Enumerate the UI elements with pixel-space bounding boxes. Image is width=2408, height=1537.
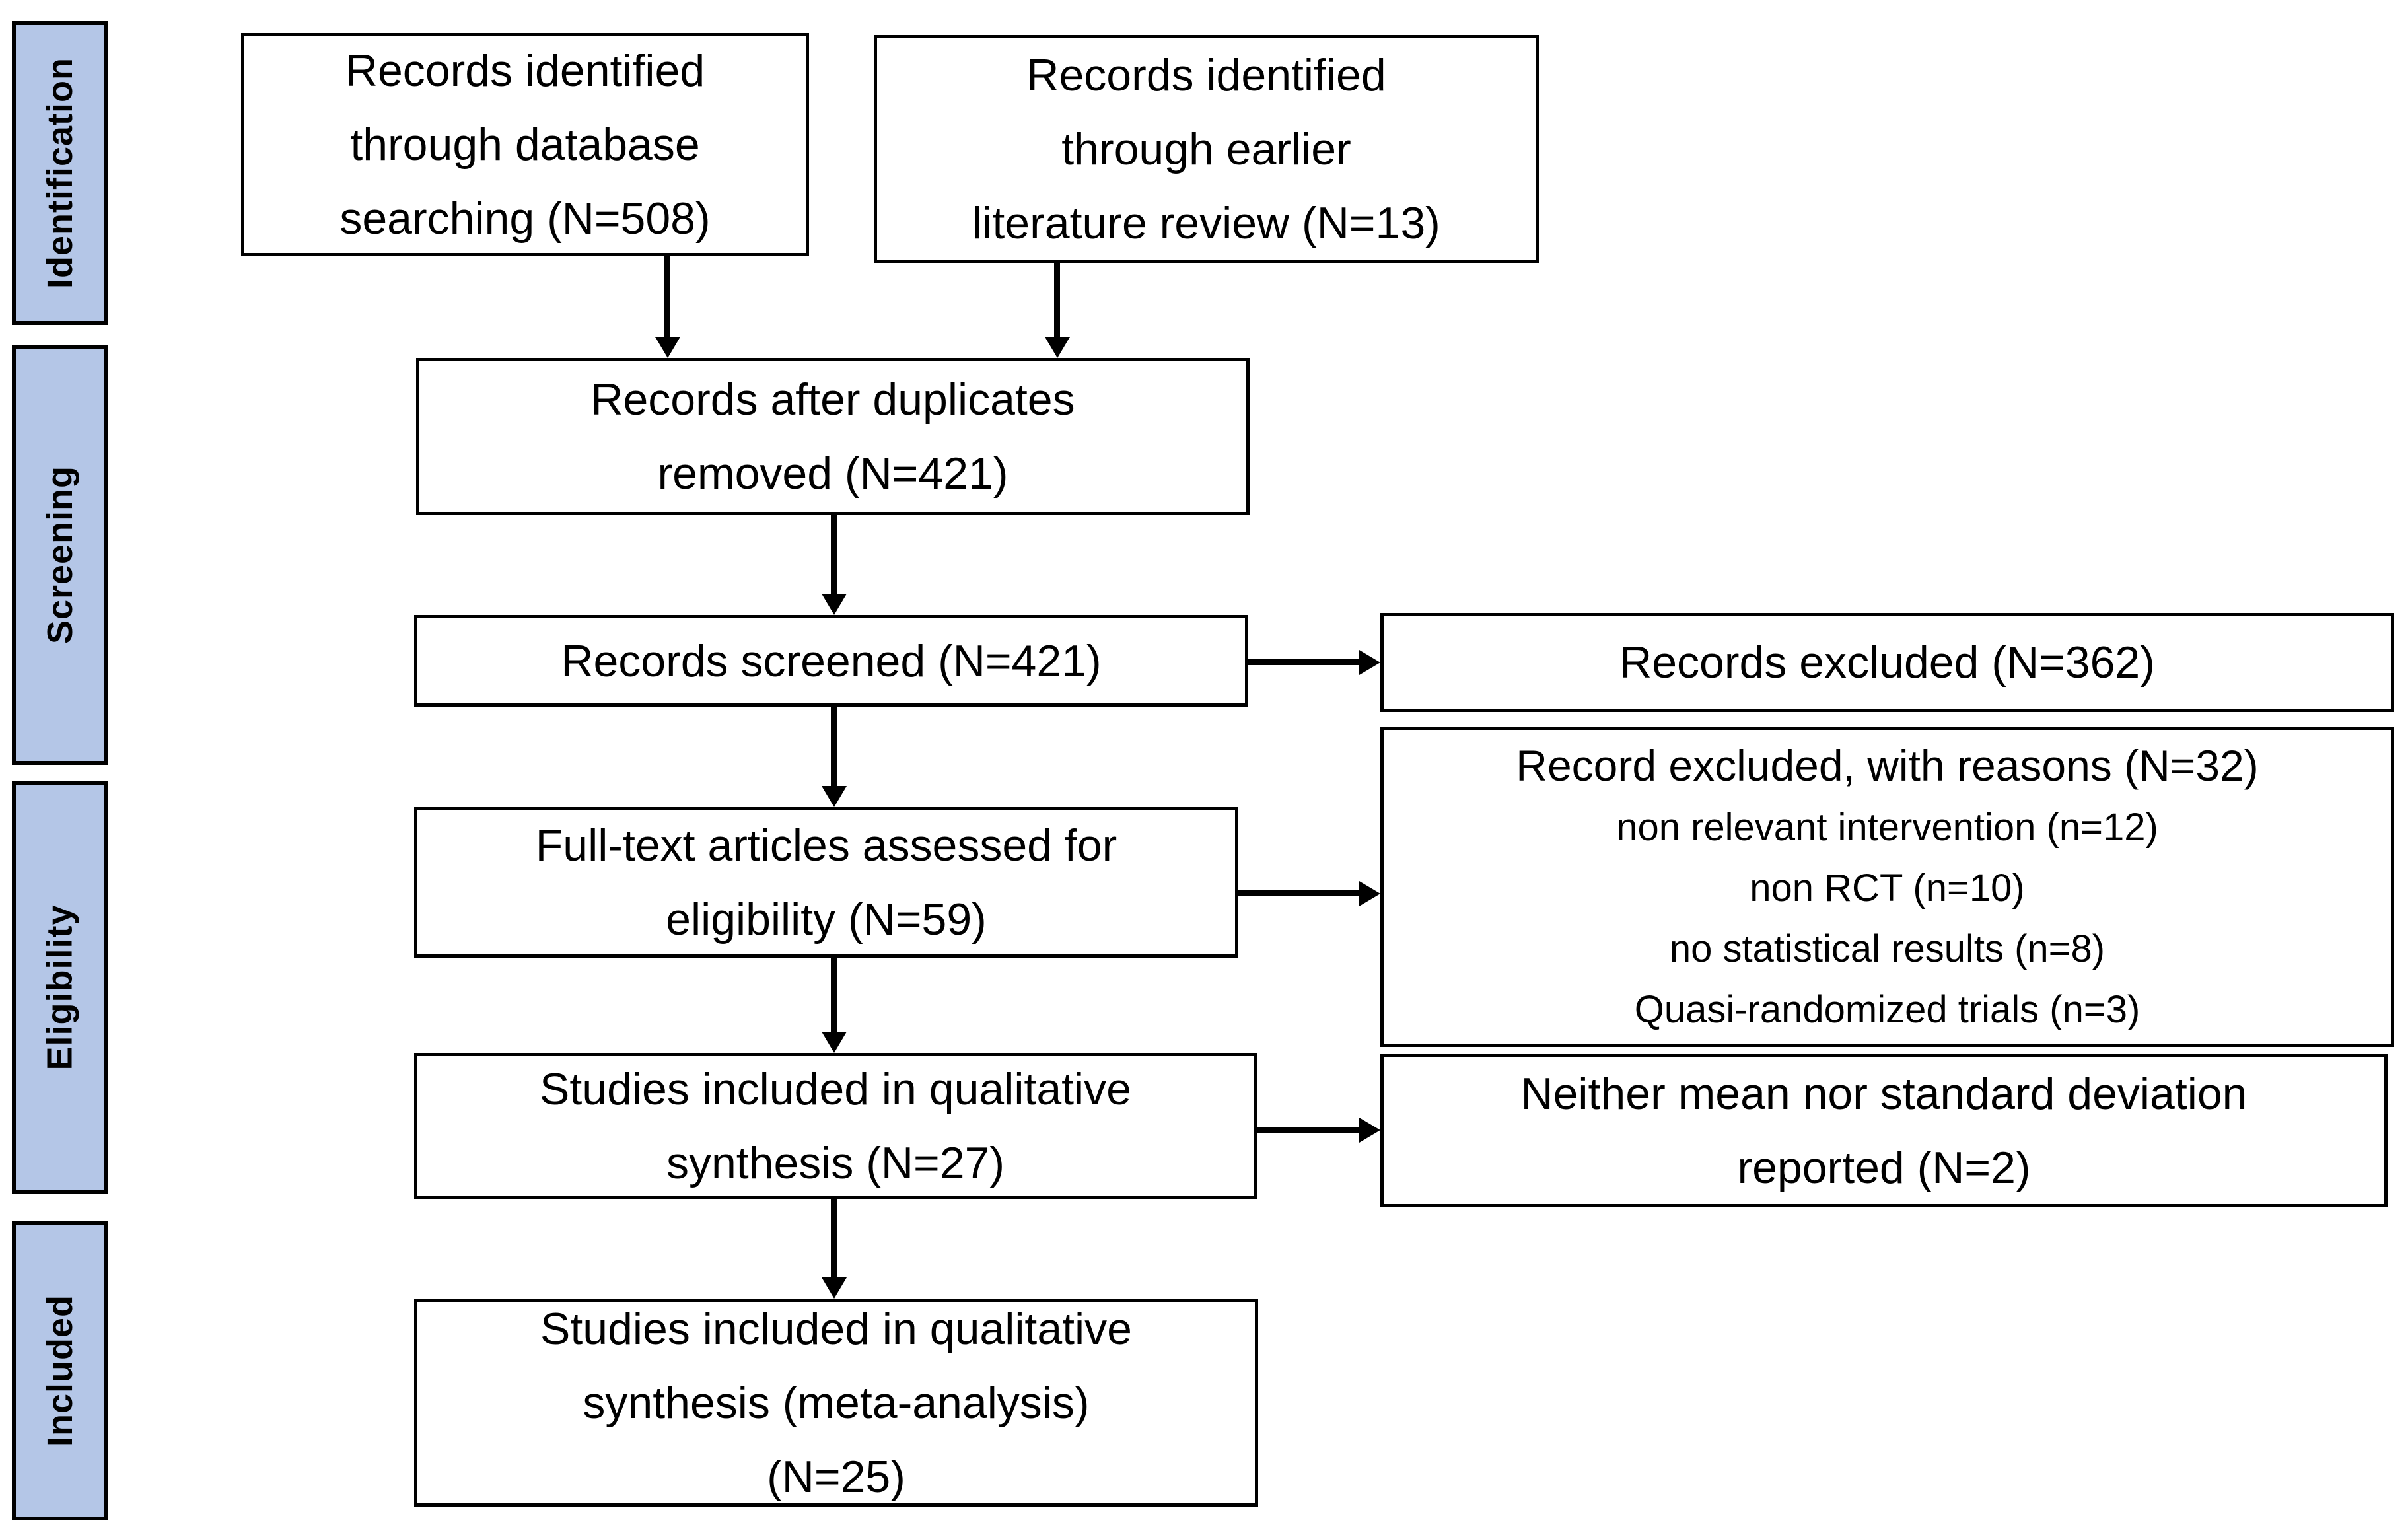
arrow-screened-to-fulltext — [831, 707, 837, 786]
box-qualitative-synthesis: Studies included in qualitative synthesi… — [414, 1053, 1257, 1199]
stage-label-included: Included — [40, 1294, 81, 1447]
stage-label-eligibility: Eligibility — [40, 904, 80, 1071]
sidebar-stage-identification: Identification — [12, 21, 108, 325]
box-no-mean-sd: Neither mean nor standard deviation repo… — [1380, 1054, 2388, 1207]
box-excluded-with-reasons-items: non relevant intervention (n=12) non RCT… — [1616, 805, 2158, 1031]
arrow-fulltext-to-qualitative — [831, 958, 837, 1032]
sidebar-stage-screening: Screening — [12, 345, 108, 765]
box-records-identified-earlier-text: Records identified through earlier liter… — [972, 50, 1440, 248]
arrow-fulltext-to-reasons — [1238, 890, 1359, 896]
stage-label-identification: Identification — [40, 57, 80, 289]
box-records-screened: Records screened (N=421) — [414, 615, 1248, 707]
box-records-excluded-text: Records excluded (N=362) — [1619, 637, 2155, 688]
box-meta-analysis: Studies included in qualitative synthesi… — [414, 1299, 1258, 1507]
box-records-identified-database: Records identified through database sear… — [241, 33, 809, 256]
box-excluded-with-reasons-title: Record excluded, with reasons (N=32) — [1516, 740, 2259, 790]
arrow-screened-to-excluded — [1248, 659, 1359, 665]
sidebar-stage-included: Included — [12, 1221, 108, 1520]
box-records-excluded: Records excluded (N=362) — [1380, 613, 2394, 712]
stage-label-screening: Screening — [40, 465, 80, 645]
arrow-duplicates-to-screened — [831, 515, 837, 594]
box-meta-analysis-text: Studies included in qualitative synthesi… — [540, 1303, 1132, 1502]
box-duplicates-removed-text: Records after duplicates removed (N=421) — [590, 375, 1075, 499]
box-fulltext-assessed: Full-text articles assessed for eligibil… — [414, 807, 1238, 958]
box-fulltext-assessed-text: Full-text articles assessed for eligibil… — [535, 820, 1117, 945]
arrow-qualitative-to-meta — [831, 1199, 837, 1277]
sidebar-stage-eligibility: Eligibility — [12, 781, 108, 1194]
box-qualitative-synthesis-text: Studies included in qualitative synthesi… — [540, 1063, 1131, 1188]
box-records-identified-earlier: Records identified through earlier liter… — [874, 35, 1539, 263]
box-records-screened-text: Records screened (N=421) — [561, 635, 1102, 686]
arrow-database-to-duplicates — [664, 256, 670, 337]
arrow-earlier-to-duplicates — [1054, 263, 1060, 337]
box-duplicates-removed: Records after duplicates removed (N=421) — [416, 358, 1250, 515]
box-records-identified-database-text: Records identified through database sear… — [339, 46, 711, 244]
box-excluded-with-reasons: Record excluded, with reasons (N=32) non… — [1380, 727, 2394, 1047]
box-no-mean-sd-text: Neither mean nor standard deviation repo… — [1520, 1068, 2248, 1193]
arrow-qualitative-to-nomeansd — [1257, 1127, 1359, 1133]
